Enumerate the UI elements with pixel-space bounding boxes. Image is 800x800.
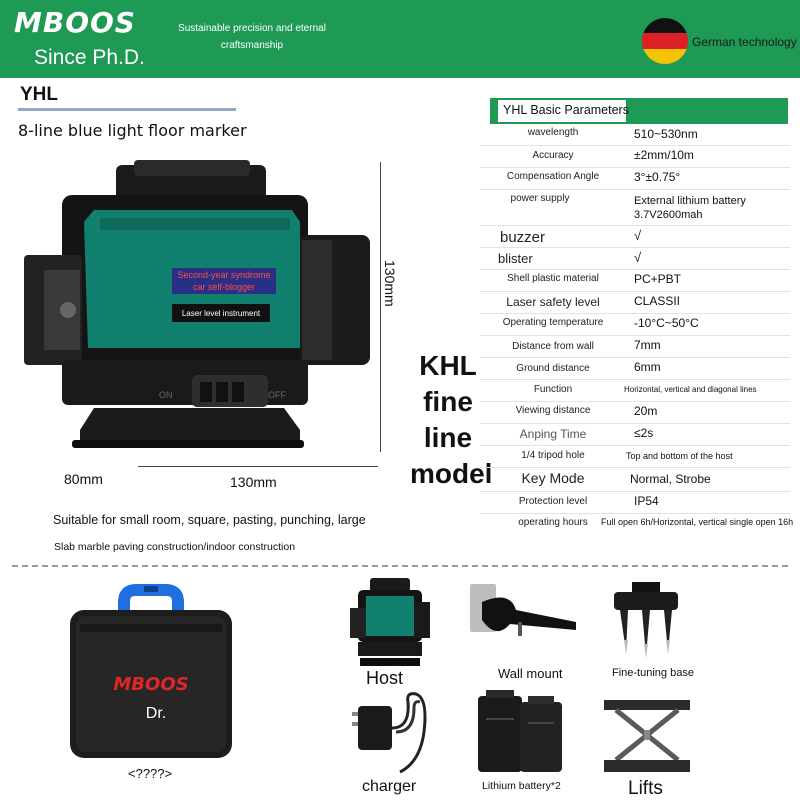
param-row: operating hours Full open 6h/Horizontal,… [518,517,794,528]
header-band: MBOOS Since Ph.D. Sustainable precision … [0,0,800,78]
section-divider [12,565,788,567]
param-row: Key Mode Normal, Strobe [480,468,790,492]
case-logo: MBOOS [113,674,188,695]
usage-description-2: Slab marble paving construction/indoor c… [54,541,296,553]
param-row: blister √ [480,248,790,270]
german-technology-label: German technology [692,35,797,49]
carry-case-illustration: MBOOS Dr. [70,584,232,758]
lifts-label: Lifts [628,778,663,799]
param-row: power supply External lithium battery 3.… [480,190,790,226]
case-dr: Dr. [146,705,166,722]
panel-label-2: Laser level instrument [182,309,261,318]
product-subtitle: 8-line blue light floor marker [18,121,247,140]
param-row: Compensation Angle 3°±0.75° [480,168,790,190]
switch-on-label: ON [159,390,173,400]
brand-logo: MBOOS [14,6,136,39]
case-code: <????> [128,766,173,781]
param-row: Accuracy ±2mm/10m [480,146,790,168]
lift-table-icon [604,700,690,772]
battery-icon [478,690,562,772]
usage-description: Suitable for small room, square, pasting… [53,513,366,527]
param-row: Laser safety level CLASSII [480,292,790,314]
param-row: buzzer √ [480,226,790,248]
depth-dimension: 80mm [64,471,103,487]
fine-tuning-base-label: Fine-tuning base [612,667,694,679]
height-dimension: 130mm [382,260,398,307]
width-dimension-line [138,466,378,467]
laser-level-illustration: Second-year syndrome car self-blogger La… [24,160,370,448]
charger-label: charger [362,778,417,795]
param-row: Distance from wall 7mm [480,336,790,358]
host-label: Host [366,668,404,688]
wall-mount-label: Wall mount [498,666,563,681]
tagline: Sustainable precision and eternal crafts… [178,23,326,51]
svg-text:car self-blogger: car self-blogger [193,282,255,292]
param-row: Ground distance 6mm [480,358,790,380]
width-dimension: 130mm [230,474,277,490]
model-name: KHL fine line model [410,350,493,489]
param-row: Function Horizontal, vertical and diagon… [480,380,790,402]
height-dimension-line [380,162,381,452]
wall-mount-icon [470,584,576,636]
param-row: Viewing distance 20m [480,402,790,424]
param-row: 1/4 tripod hole Top and bottom of the ho… [480,446,790,468]
param-row: Protection level IP54 [480,492,790,514]
panel-label-1: Second-year syndrome [177,270,270,280]
fine-tuning-base-icon [614,582,678,658]
battery-label: Lithium battery*2 [482,780,561,792]
host-icon [350,578,430,666]
param-row: Shell plastic material PC+PBT [480,270,790,292]
switch-off-label: OFF [268,390,286,400]
param-row: Operating temperature -10°C~50°C [480,314,790,336]
title-underline [18,108,236,111]
german-flag-icon [642,18,688,64]
model-code: YHL [20,84,58,105]
since-text: Since Ph.D. [34,46,145,69]
charger-icon [352,692,427,774]
param-row: wavelength 510~530nm [480,124,790,146]
param-title: YHL Basic Parameters [503,103,629,117]
param-row: Anping Time ≤2s [480,424,790,446]
